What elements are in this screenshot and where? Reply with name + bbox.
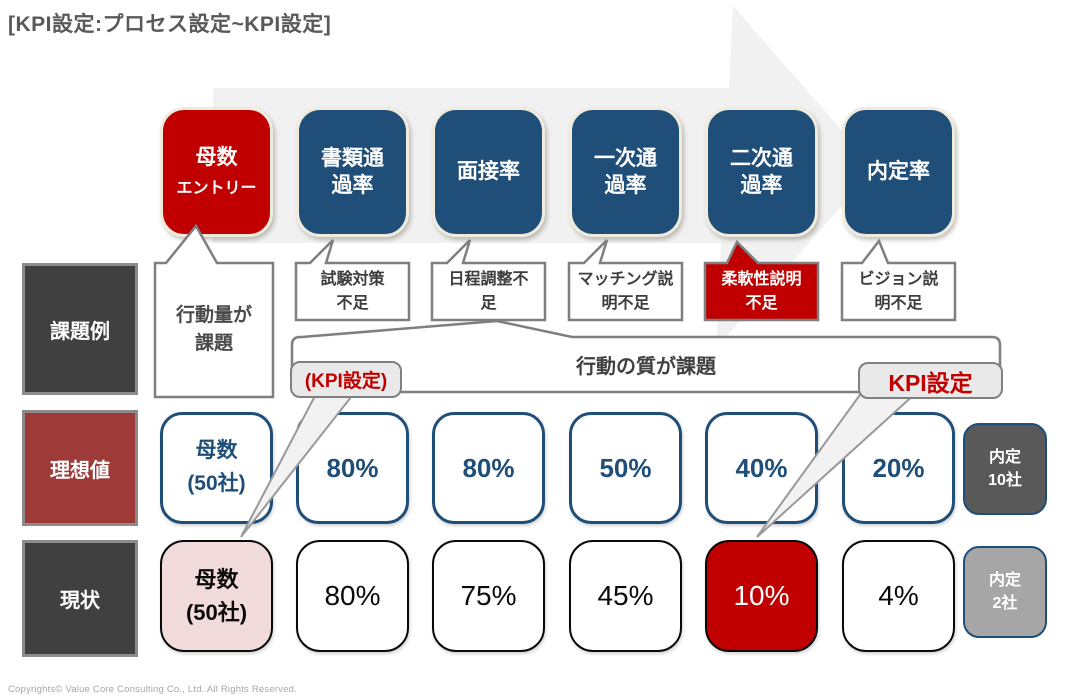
process-step-second-pass-rate: 二次通 過率 — [705, 107, 818, 237]
page-title: [KPI設定:プロセス設定~KPI設定] — [8, 13, 332, 36]
current-value-second-alert: 10% — [705, 540, 818, 652]
current-value-offer: 4% — [842, 540, 955, 652]
process-step-first-pass-rate: 一次通 過率 — [569, 107, 682, 237]
current-value-first: 45% — [569, 540, 682, 652]
issue-text-interview: 日程調整不 足 — [448, 271, 529, 312]
ideal-result-badge: 内定 10社 — [963, 423, 1047, 515]
kpi-tag-left: (KPI設定) — [290, 361, 402, 398]
issue-text-first: マッチング説 明不足 — [577, 271, 674, 312]
process-step-offer-rate: 内定率 — [842, 107, 955, 237]
row-label-ideal: 理想値 — [22, 410, 138, 526]
process-step-entry-sublabel: エントリー — [176, 179, 257, 197]
issue-text-second-alert: 柔軟性説明 不足 — [721, 271, 802, 312]
footer-copyright: Copyrights© Value Core Consulting Co., L… — [8, 684, 297, 695]
current-value-document: 80% — [296, 540, 409, 652]
process-step-document-pass-rate: 書類通 過率 — [296, 107, 409, 237]
ideal-value-second: 40% — [705, 412, 818, 524]
issue-text-offer: ビジョン説 明不足 — [858, 271, 939, 312]
current-result-badge: 内定 2社 — [963, 546, 1047, 638]
process-step-entry: 母数 エントリー — [160, 107, 273, 237]
issue-text-document: 試験対策 不足 — [320, 271, 385, 312]
issue-text-entry: 行動量が 課題 — [175, 305, 252, 354]
current-value-interview: 75% — [432, 540, 545, 652]
ideal-value-first: 50% — [569, 412, 682, 524]
ideal-value-document: 80% — [296, 412, 409, 524]
row-label-current: 現状 — [22, 540, 138, 657]
ideal-value-offer: 20% — [842, 412, 955, 524]
current-value-entry: 母数 (50社) — [160, 540, 273, 652]
kpi-tag-right: KPI設定 — [858, 362, 1003, 399]
process-step-interview-rate: 面接率 — [432, 107, 545, 237]
row-label-issues: 課題例 — [22, 263, 138, 395]
ideal-value-interview: 80% — [432, 412, 545, 524]
ideal-value-entry: 母数 (50社) — [160, 412, 273, 524]
process-step-entry-label: 母数 — [195, 146, 238, 170]
